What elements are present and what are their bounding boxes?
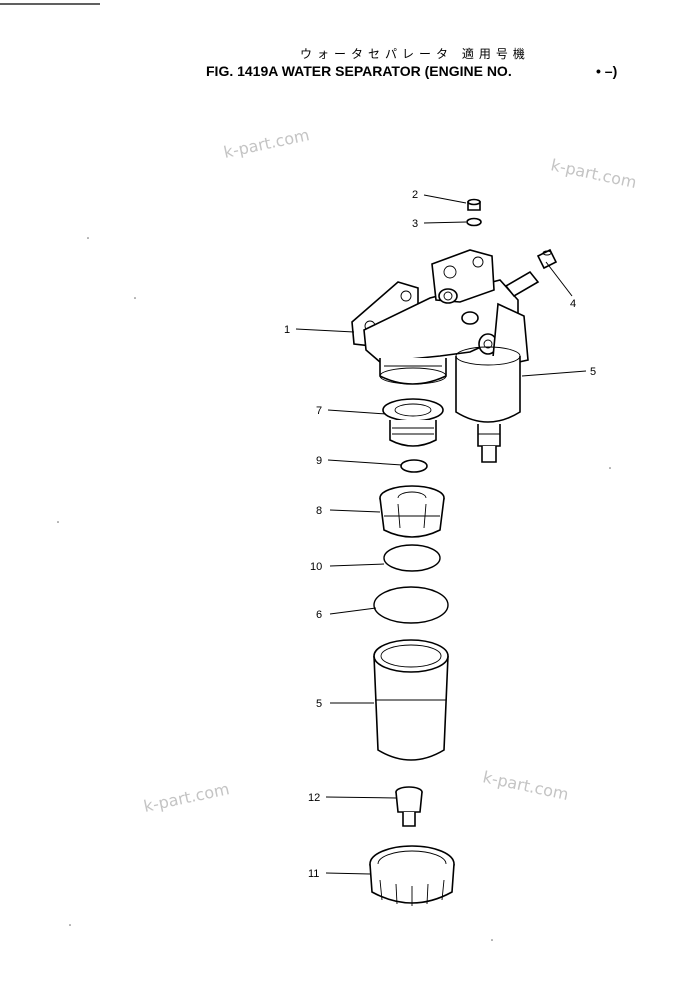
japanese-title: ウォータセパレータ 適用号機 (300, 46, 530, 61)
callout-5-lower: 5 (316, 698, 322, 710)
scan-specks (57, 237, 611, 941)
callout-11: 11 (308, 868, 319, 880)
watermark-1: k-part.com (222, 125, 311, 162)
callout-4: 4 (570, 298, 576, 310)
callout-5-upper: 5 (590, 366, 596, 378)
part-2-bolt (467, 198, 481, 211)
watermark-4: k-part.com (481, 767, 570, 804)
callout-12: 12 (308, 792, 320, 804)
part-8-holder (379, 485, 445, 538)
callout-8: 8 (316, 505, 322, 517)
part-12-drain-plug (395, 786, 423, 827)
callout-1: 1 (284, 324, 290, 336)
part-7-element (382, 398, 444, 447)
callout-3: 3 (412, 218, 418, 230)
callout-7: 7 (316, 405, 322, 417)
part-6-o-ring (373, 586, 449, 624)
callout-10: 10 (310, 561, 322, 573)
watermark-3: k-part.com (142, 779, 231, 816)
callout-9: 9 (316, 455, 322, 467)
watermark-2: k-part.com (549, 155, 638, 192)
leader-lines (295, 194, 587, 875)
separator-head-assembly (351, 249, 540, 463)
engine-no-suffix: • –) (596, 63, 617, 79)
figure-title: FIG. 1419A WATER SEPARATOR (ENGINE NO. (206, 63, 512, 79)
part-10-o-ring (383, 544, 441, 572)
part-9-ring (400, 459, 428, 473)
callout-6: 6 (316, 609, 322, 621)
part-3-washer (466, 217, 482, 227)
part-4-plug (536, 248, 558, 270)
callout-2: 2 (412, 189, 418, 201)
part-11-ring-nut (369, 845, 455, 906)
part-5-filter-bowl (373, 639, 449, 761)
